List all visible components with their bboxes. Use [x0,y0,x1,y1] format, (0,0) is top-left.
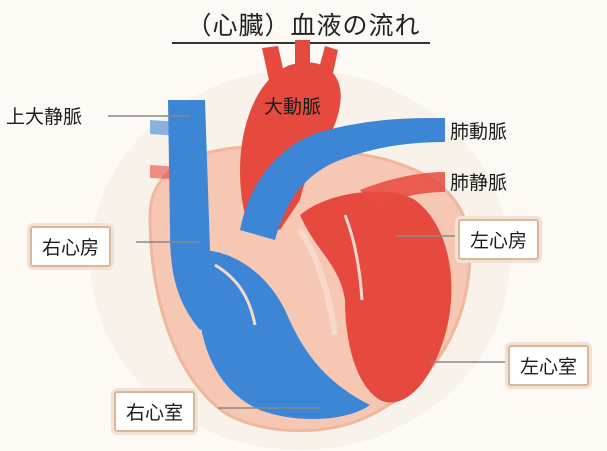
label-left-atrium: 左心房 [458,219,539,260]
pulmonary-artery-left [150,120,180,136]
label-pulmonary-vein: 肺静脈 [450,168,507,195]
label-right-ventricle: 右心室 [114,391,195,432]
label-left-ventricle: 左心室 [508,345,589,386]
label-pulmonary-artery: 肺動脈 [450,117,507,144]
label-aorta: 大動脈 [264,92,321,119]
label-right-atrium: 右心房 [30,226,111,267]
aorta-branch-2 [295,40,310,70]
label-superior-vena-cava: 上大静脈 [6,102,82,129]
